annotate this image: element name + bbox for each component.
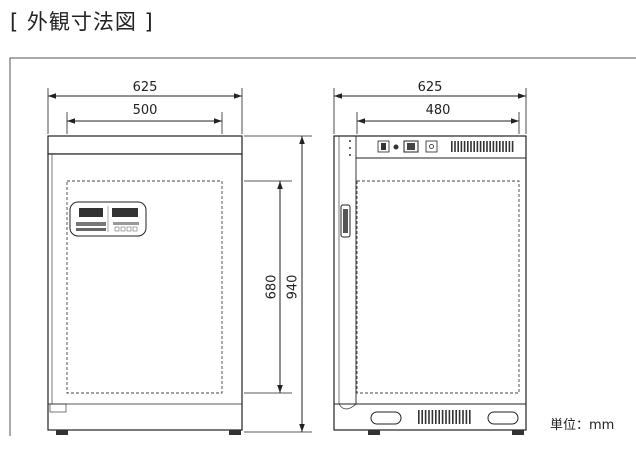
bottom-vent-slot (452, 410, 454, 424)
front-base-step (49, 403, 67, 413)
front-width-total-label: 625 (133, 80, 158, 95)
top-vent-slot (502, 141, 504, 152)
front-top-panel (47, 135, 243, 155)
bottom-vent-slot (421, 410, 423, 424)
connector-port-hole (429, 144, 434, 149)
side-body (333, 135, 527, 431)
top-vent-slot (454, 141, 456, 152)
side-right-foot (512, 430, 524, 435)
panel-button-bar (76, 228, 106, 231)
bottom-vent-slot (455, 410, 457, 424)
bottom-vent-slot (445, 410, 447, 424)
side-width-total-label: 625 (418, 80, 443, 95)
top-vent-slot (476, 141, 479, 152)
side-indicator-dot-3 (349, 154, 351, 156)
breaker-outer (403, 140, 419, 153)
top-vent-slot (511, 141, 514, 152)
top-vent-slot (460, 141, 463, 152)
bottom-vent-slot (458, 410, 461, 424)
side-indicator-dot-1 (349, 140, 351, 142)
door-handle-grip (343, 209, 348, 233)
top-vent-slot (495, 141, 498, 152)
bottom-vent-slot (448, 410, 451, 424)
top-vent-slot (467, 141, 469, 152)
drawing-frame (9, 57, 636, 436)
panel-mini-key-4 (132, 226, 138, 232)
top-vent-slot (470, 141, 472, 152)
bottom-vent-slots (418, 410, 471, 424)
bottom-vent-slot (469, 410, 471, 424)
bottom-vent-slot (435, 410, 437, 424)
front-left-foot (56, 430, 68, 435)
panel-mini-key-1 (114, 226, 120, 232)
bottom-vent-slot (431, 410, 434, 424)
top-vent-slot (473, 141, 475, 152)
side-left-foot (368, 430, 380, 435)
panel-mini-key-2 (120, 226, 126, 232)
panel-mini-key-3 (126, 226, 132, 232)
top-vent-slot (483, 141, 485, 152)
power-switch-toggle (381, 143, 386, 150)
front-view: 625 500 (47, 80, 312, 435)
bottom-vent-slot (418, 410, 420, 424)
section-title: [ 外観寸法図 ] (10, 10, 154, 34)
panel-button-row-right (113, 222, 139, 225)
breaker-inner (407, 143, 415, 150)
display-right (112, 208, 138, 217)
front-right-foot (229, 430, 241, 435)
bottom-vent-slot (438, 410, 440, 424)
bottom-vent-slot (428, 410, 430, 424)
front-door (47, 153, 243, 431)
bottom-vent-slot (462, 410, 464, 424)
top-vent-slot (492, 141, 495, 152)
side-door-bottom-curve (338, 403, 357, 410)
bottom-left-slot (370, 411, 402, 425)
top-vent-slot (463, 141, 466, 152)
top-vent-slot (508, 141, 511, 152)
front-interior-dashed (66, 180, 223, 394)
bottom-vent-slot (465, 410, 468, 424)
top-vent-slot (479, 141, 482, 152)
top-vent-slot (457, 141, 459, 152)
top-vent-slots (451, 141, 514, 152)
front-height-total-label: 940 (286, 275, 301, 300)
indicator-lamp (393, 144, 399, 150)
top-vent-slot (489, 141, 491, 152)
panel-button-row-left (76, 222, 106, 226)
bottom-right-slot (487, 411, 519, 425)
control-panel (69, 201, 147, 237)
top-vent-slot (486, 141, 488, 152)
bottom-vent-slot (441, 410, 444, 424)
top-vent-slot (451, 141, 453, 152)
side-width-inner-label: 480 (426, 103, 451, 118)
front-width-inner-label: 500 (133, 103, 158, 118)
side-interior-dashed (356, 180, 520, 394)
top-vent-slot (499, 141, 501, 152)
side-indicator-dot-2 (349, 147, 351, 149)
top-vent-slot (505, 141, 507, 152)
power-switch (377, 140, 390, 153)
unit-label: 単位：mm (550, 418, 615, 433)
display-left (79, 208, 103, 217)
front-height-inner-label: 680 (265, 275, 280, 300)
connector-port (425, 140, 438, 153)
bottom-vent-slot (424, 410, 427, 424)
side-view: 625 480 (333, 80, 527, 435)
